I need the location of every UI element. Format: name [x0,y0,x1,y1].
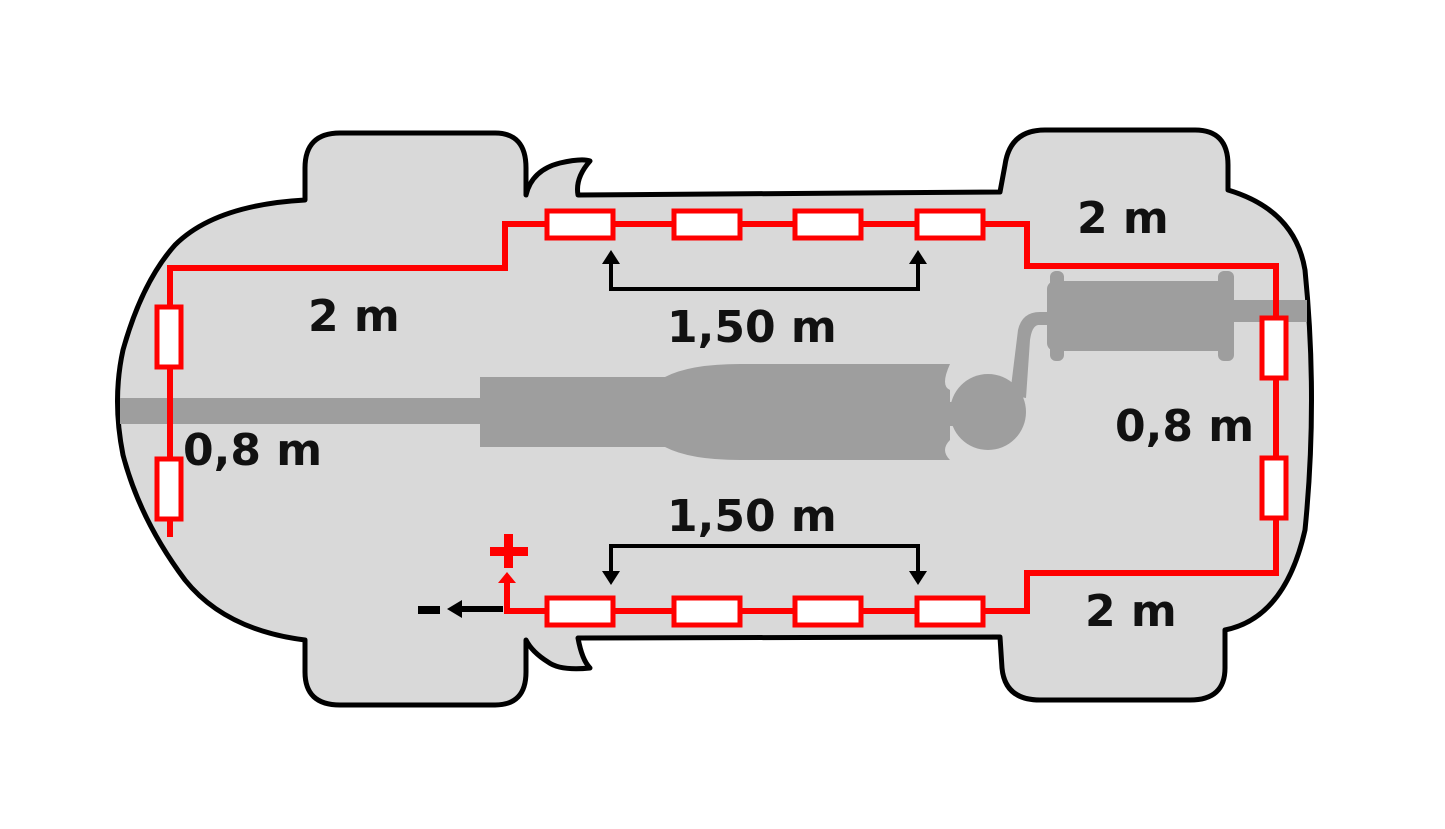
plus-terminal-arrow [498,572,516,583]
top-spacing-label: 1,50 m [667,302,837,353]
minus-arrow-head [447,600,462,618]
exhaust-pipe-front [120,398,485,424]
exhaust-pipe-silhouette [120,271,1307,460]
minus-sign [418,606,440,614]
bottom-right-length-label: 2 m [1085,586,1177,637]
heating-element [154,456,184,522]
top-right-length-label: 2 m [1077,193,1169,244]
rear-width-label: 0,8 m [183,425,322,476]
heating-element [1259,455,1289,521]
middle-silencer [665,364,950,460]
resonator-ball [950,374,1026,450]
exhaust-bend-pipe [1010,312,1060,398]
heating-element [914,208,986,241]
heating-elements [154,208,1289,628]
heating-element [1259,315,1289,381]
rear-left-length-label: 2 m [308,291,400,342]
heating-element [671,595,743,628]
heating-element [792,208,864,241]
heating-element [154,304,184,370]
silencer-flange-right [1218,271,1234,361]
catalytic-converter [480,377,675,447]
front-width-label: 0,8 m [1115,401,1254,452]
minus-terminal-arrow [418,600,503,618]
bottom-spacing-label: 1,50 m [667,491,837,542]
heating-element [671,208,743,241]
top-spacing-arrowheads [602,250,927,264]
bottom-spacing-bracket [609,544,920,571]
heating-wire-loop [154,208,1289,628]
heating-element [544,208,616,241]
plus-terminal [490,534,528,568]
heating-element [792,595,864,628]
heating-element [544,595,616,628]
top-spacing-bracket [609,262,920,291]
silencer-flange-left [1050,271,1064,361]
rear-silencer [1047,281,1233,351]
heating-element [914,595,986,628]
bottom-spacing-arrowheads [602,571,927,585]
